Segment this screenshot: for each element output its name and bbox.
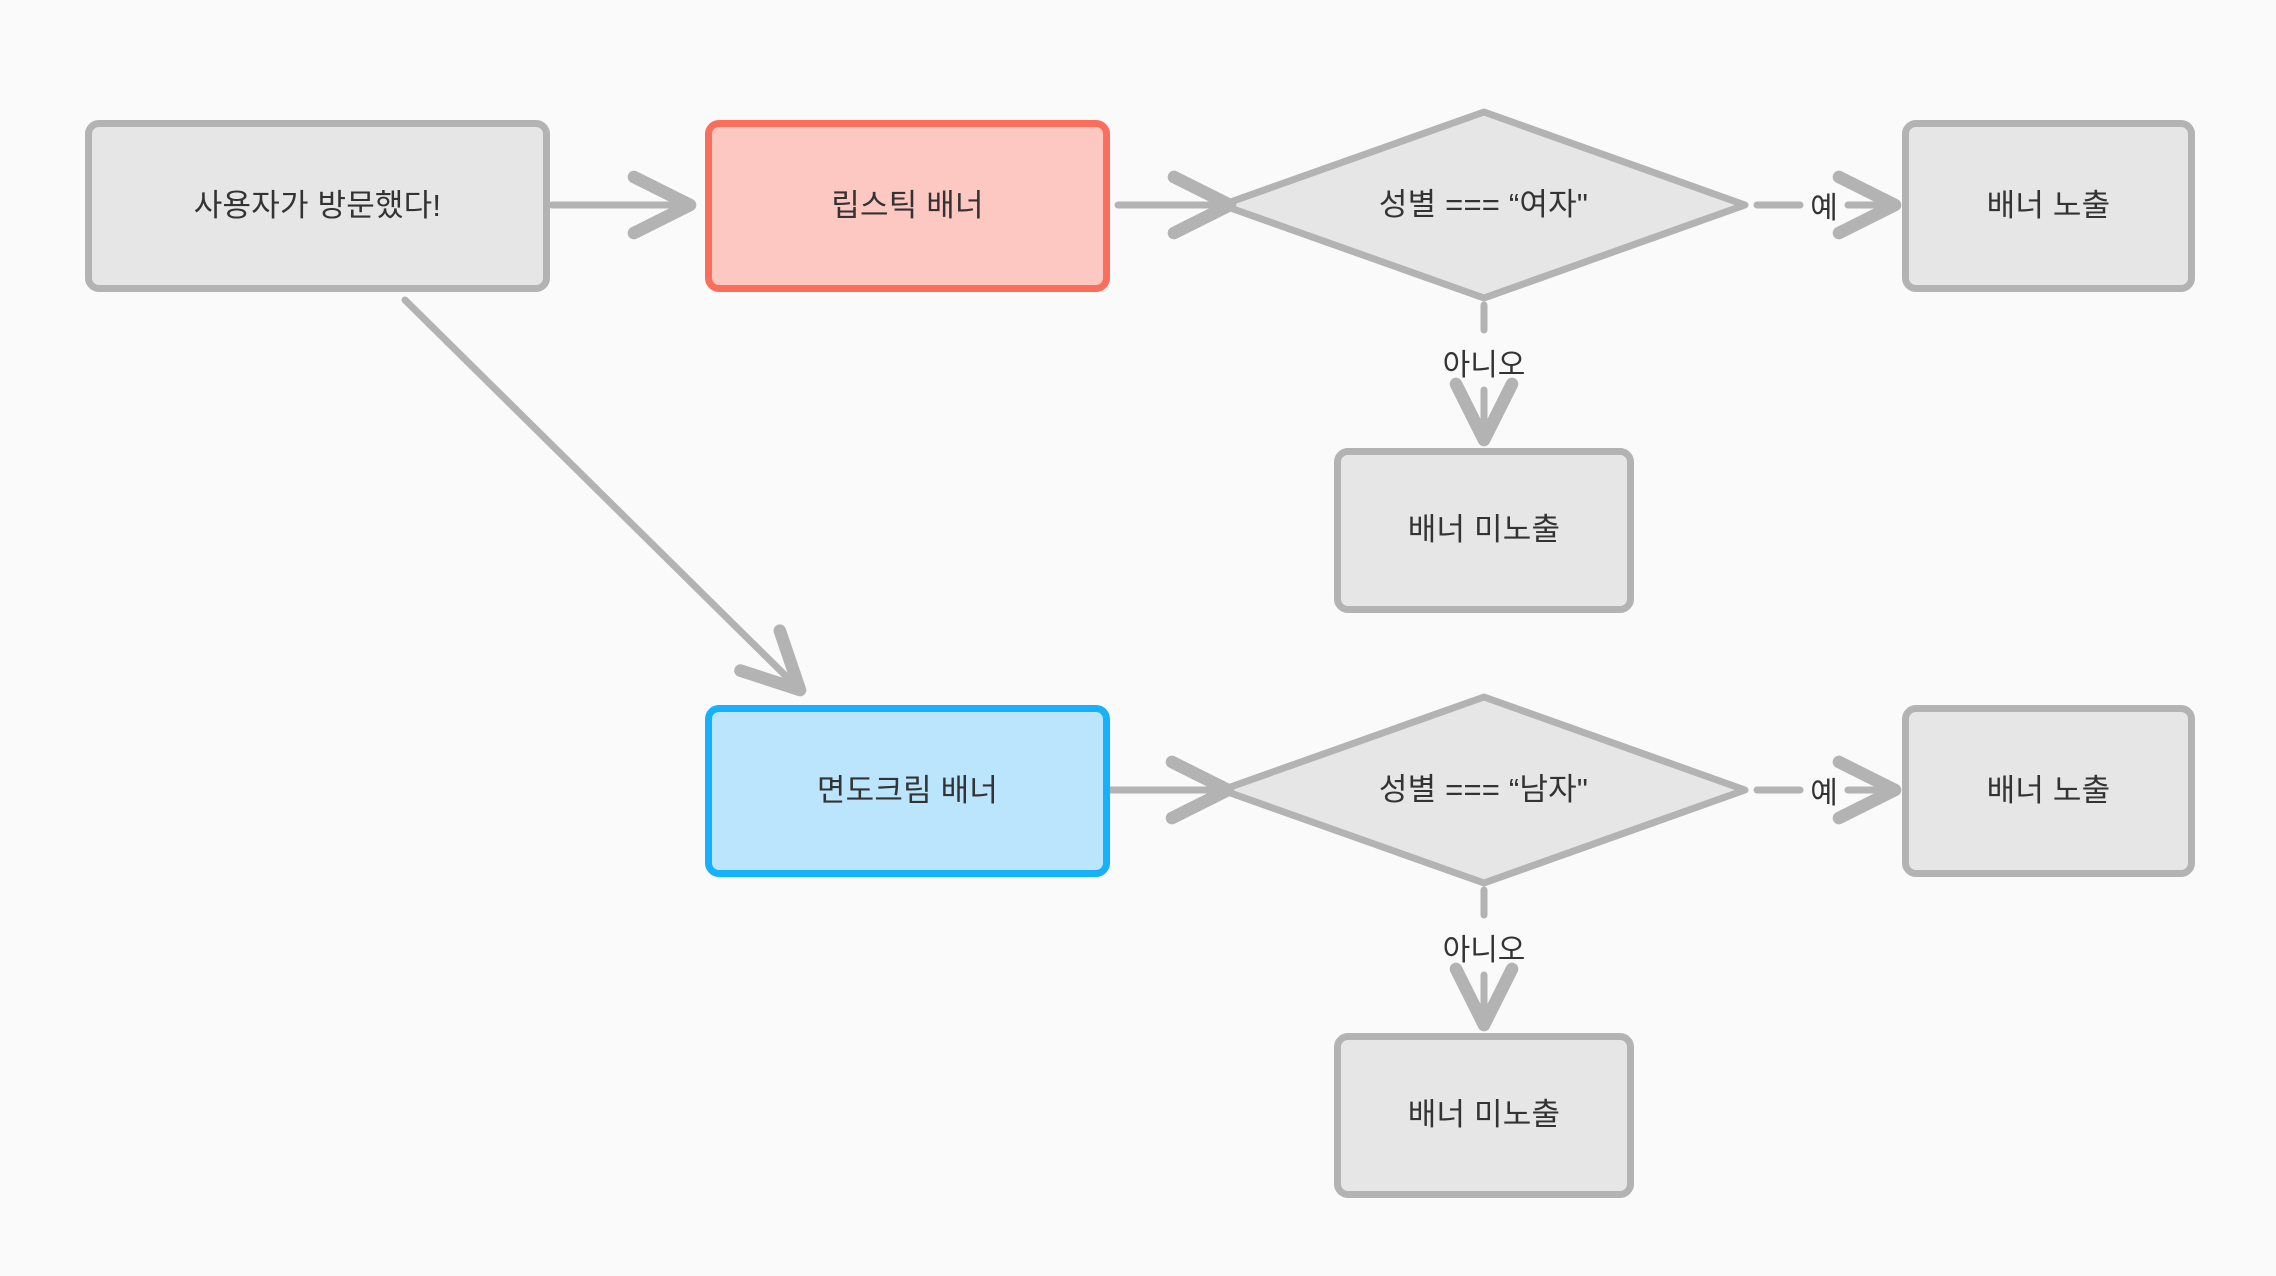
node-user-visited[interactable]: 사용자가 방문했다! (85, 120, 550, 292)
node-label: 배너 미노출 (1407, 512, 1561, 548)
node-label: 배너 노출 (1986, 772, 2111, 808)
edge-label-no-bottom: 아니오 (1442, 934, 1526, 967)
node-label: 립스틱 배너 (831, 187, 984, 223)
edge-label-yes-top: 예 (1810, 192, 1838, 225)
node-label: 배너 미노출 (1407, 1097, 1561, 1133)
edge-visit-to-shavecream (401, 296, 807, 697)
node-label: 면도크림 배너 (816, 772, 999, 808)
node-label: 성별 === “남자" (1378, 771, 1589, 807)
node-shaving-cream-banner[interactable]: 면도크림 배너 (705, 705, 1110, 877)
node-label: 사용자가 방문했다! (193, 187, 442, 223)
node-hide-banner-female[interactable]: 배너 미노출 (1334, 448, 1634, 613)
node-lipstick-banner[interactable]: 립스틱 배너 (705, 120, 1110, 292)
edge-label-yes-bottom: 예 (1810, 777, 1838, 810)
node-label: 성별 === “여자" (1378, 186, 1589, 222)
edge-label-no-top: 아니오 (1442, 349, 1526, 382)
node-hide-banner-male[interactable]: 배너 미노출 (1334, 1033, 1634, 1198)
node-label: 배너 노출 (1986, 187, 2111, 223)
node-show-banner-female[interactable]: 배너 노출 (1902, 120, 2195, 292)
node-show-banner-male[interactable]: 배너 노출 (1902, 705, 2195, 877)
node-condition-male[interactable]: 성별 === “남자" (1222, 697, 1745, 883)
node-condition-female[interactable]: 성별 === “여자" (1222, 112, 1745, 298)
